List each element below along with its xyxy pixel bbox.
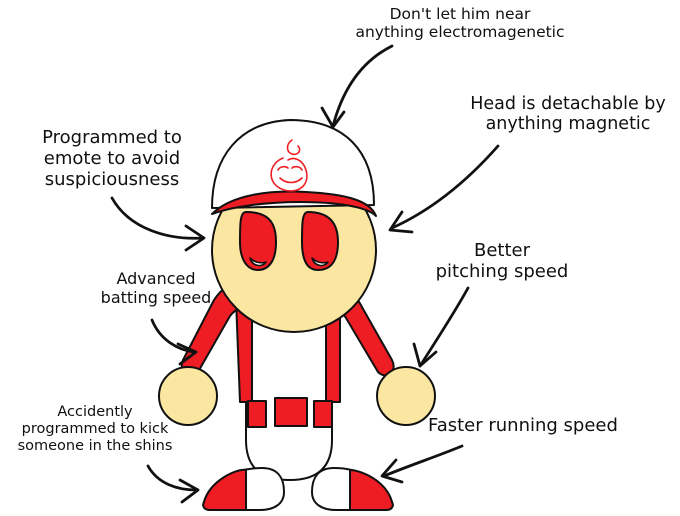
arrow-to-cap-top — [320, 44, 394, 129]
cap-brim — [211, 190, 377, 217]
right-eye-highlight — [311, 257, 329, 267]
belt-block-center — [274, 397, 308, 427]
annotation-kick-shins: Accidently programmed to kick someone in… — [17, 404, 173, 454]
right-foot-red-toe — [349, 469, 394, 511]
left-eye — [239, 211, 277, 271]
annotation-running-speed: Faster running speed — [428, 415, 618, 436]
belt-block-left — [247, 400, 267, 428]
arrow-to-face — [110, 196, 206, 252]
right-hand — [376, 366, 436, 426]
left-hand — [158, 366, 218, 426]
annotation-emote: Programmed to emote to avoid suspiciousn… — [42, 127, 182, 190]
arrow-to-right-foot — [380, 444, 464, 484]
annotation-detachable-head: Head is detachable by anything magnetic — [470, 94, 666, 135]
arrow-to-head — [388, 144, 500, 234]
annotation-pitching-speed: Better pitching speed — [435, 240, 569, 282]
arrow-to-right-arm — [412, 286, 470, 368]
flame-swirl-logo — [270, 139, 308, 192]
arrow-to-left-foot — [146, 464, 200, 504]
arrow-to-left-arm — [150, 318, 198, 366]
annotation-batting-speed: Advanced batting speed — [100, 269, 212, 307]
belt-block-right — [313, 400, 333, 428]
left-foot-red-toe — [202, 468, 247, 511]
right-eye — [301, 211, 339, 271]
left-eye-highlight — [249, 257, 267, 267]
annotation-electromagnetic: Don't let him near anything electromagen… — [355, 5, 565, 41]
cap-crown — [211, 119, 375, 209]
